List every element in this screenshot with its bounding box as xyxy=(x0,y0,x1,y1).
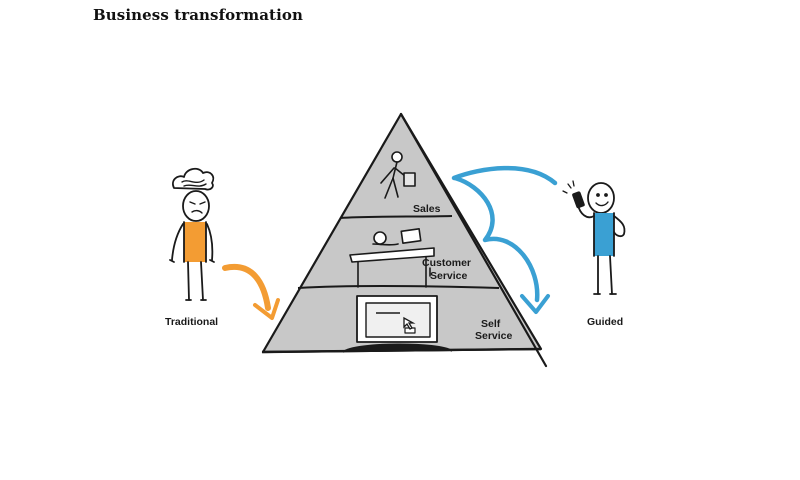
blue-arrow xyxy=(451,165,558,314)
label-self-service-line1: Self xyxy=(481,318,501,330)
service-desk-agent-icon xyxy=(349,228,435,288)
label-customer-service-line1: Customer xyxy=(422,257,471,269)
salesperson-figure-icon xyxy=(380,151,416,199)
label-self-service-line2: Service xyxy=(475,330,513,342)
storm-cloud-icon xyxy=(172,167,215,191)
page-title: Business transformation xyxy=(93,6,303,24)
level-divider-upper xyxy=(339,215,453,219)
label-traditional: Traditional xyxy=(165,316,218,328)
kiosk-screen-icon xyxy=(342,295,453,353)
orange-arrow xyxy=(222,263,280,320)
label-guided: Guided xyxy=(587,316,623,328)
mobile-phone-icon xyxy=(562,180,585,209)
label-sales: Sales xyxy=(413,203,441,215)
label-customer-service-line2: Service xyxy=(430,270,468,282)
guided-person-figure xyxy=(562,180,626,295)
traditional-person-figure xyxy=(169,167,215,301)
cursor-arrow-icon xyxy=(403,316,416,330)
level-divider-lower xyxy=(297,285,500,289)
